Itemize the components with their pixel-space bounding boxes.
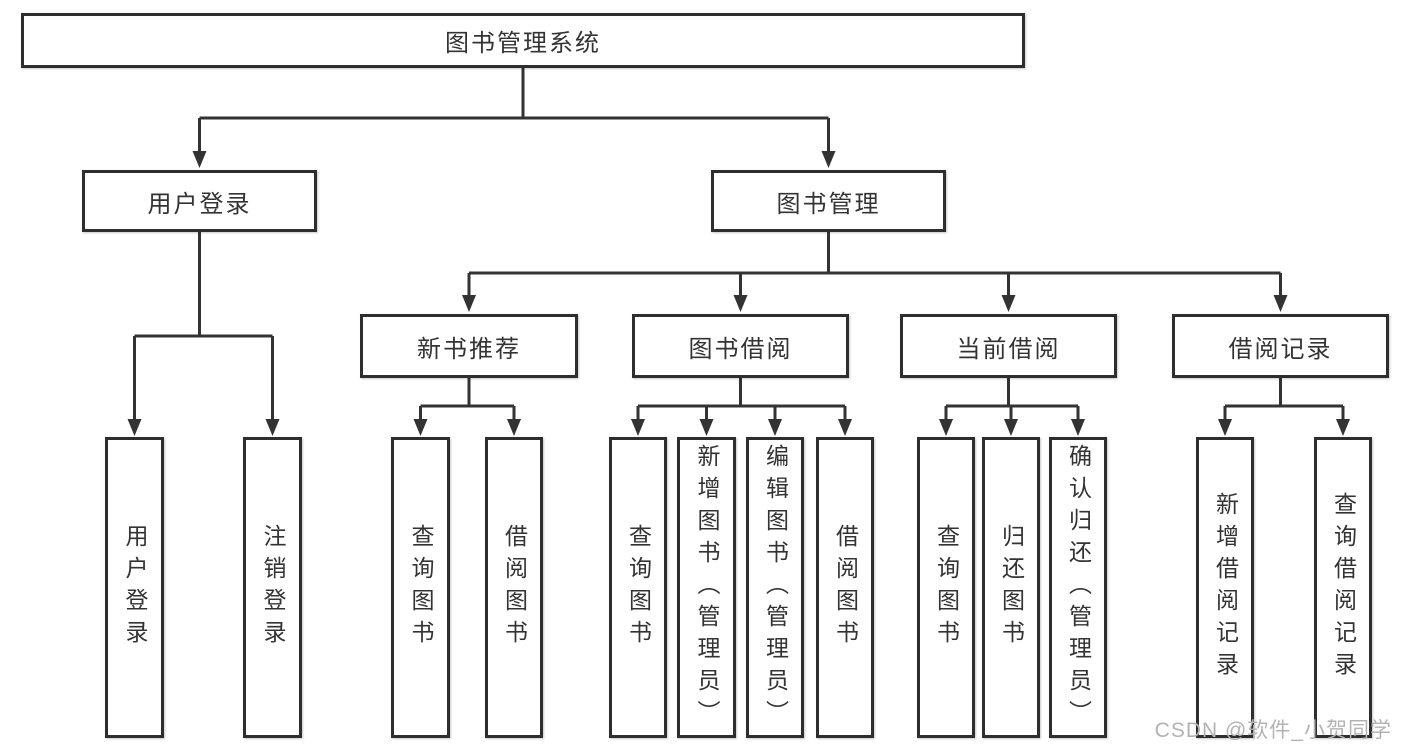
node-current-borrowing: 当前借阅 — [900, 314, 1117, 378]
connector-root-to-level2 — [192, 68, 836, 168]
connector-line — [944, 378, 1080, 423]
arrowhead — [821, 151, 836, 168]
arrowhead — [631, 419, 645, 436]
arrowhead — [1336, 419, 1350, 436]
node-label: 借阅图书 — [832, 523, 859, 652]
arrowhead — [939, 419, 953, 436]
connector-line — [1223, 378, 1345, 423]
node-label: 图书管理系统 — [445, 30, 601, 57]
arrowhead — [1218, 419, 1232, 436]
arrowhead — [1004, 419, 1018, 436]
connector-line — [133, 232, 274, 423]
arrowhead — [462, 295, 476, 312]
node-borrow-books-borrowing: 借阅图书 — [816, 437, 874, 738]
arrowhead — [1001, 295, 1016, 312]
node-label: 查询图书 — [933, 523, 960, 652]
node-confirm-return-admin: 确认归还（管理员） — [1049, 437, 1107, 738]
node-book-borrowing: 图书借阅 — [632, 314, 849, 378]
node-label: 查询图书 — [408, 523, 434, 652]
node-query-books-borrowing: 查询图书 — [609, 437, 667, 738]
node-label: 编辑图书（管理员） — [762, 443, 789, 732]
node-label: 确认归还（管理员） — [1065, 443, 1092, 732]
node-label: 查询借阅记录 — [1330, 491, 1357, 684]
node-library-system: 图书管理系统 — [21, 13, 1025, 68]
node-label: 图书借阅 — [688, 335, 793, 363]
node-query-borrow-record: 查询借阅记录 — [1314, 437, 1372, 738]
arrowhead — [768, 419, 782, 436]
arrowhead — [1071, 419, 1085, 436]
node-label: 借阅图书 — [501, 523, 528, 652]
node-book-management: 图书管理 — [711, 170, 946, 232]
arrowhead — [127, 419, 142, 436]
watermark: CSDN @软件_小贺同学 — [1154, 719, 1392, 742]
arrowhead — [838, 419, 852, 436]
node-user-login-leaf: 用户登录 — [105, 437, 164, 738]
node-borrowing-records: 借阅记录 — [1172, 314, 1389, 378]
connector-line — [198, 68, 830, 156]
arrowhead — [265, 419, 280, 436]
connector-line — [419, 378, 516, 423]
connector-borrowing-records-children — [1218, 378, 1350, 436]
connector-new-book-recommend-children — [413, 378, 521, 436]
node-add-book-admin: 新增图书（管理员） — [677, 437, 736, 738]
node-label: 查询图书 — [625, 523, 652, 652]
node-edit-book-admin: 编辑图书（管理员） — [746, 437, 804, 738]
arrowhead — [1273, 295, 1288, 312]
node-logout: 注销登录 — [243, 437, 302, 738]
arrowhead — [413, 419, 428, 436]
node-label: 新增图书（管理员） — [694, 443, 720, 732]
node-user-login: 用户登录 — [82, 170, 317, 232]
node-label: 当前借阅 — [956, 335, 1061, 363]
node-label: 新书推荐 — [417, 335, 521, 363]
connector-book-borrowing-children — [631, 378, 852, 436]
connector-user-login-children — [127, 232, 280, 436]
node-label: 归还图书 — [998, 523, 1025, 652]
node-label: 新增借阅记录 — [1212, 491, 1239, 684]
connector-line — [467, 232, 1282, 299]
connector-current-borrowing-children — [939, 378, 1085, 436]
node-label: 用户登录 — [122, 523, 148, 652]
arrowhead — [733, 295, 748, 312]
node-borrow-books-recommend: 借阅图书 — [485, 437, 543, 738]
node-label: 用户登录 — [147, 190, 252, 218]
arrowhead — [192, 151, 207, 168]
node-label: 借阅记录 — [1228, 335, 1333, 363]
node-query-books-recommend: 查询图书 — [391, 437, 450, 738]
node-query-books-current: 查询图书 — [917, 437, 975, 738]
connector-book-management-children — [462, 232, 1288, 312]
node-label: 图书管理 — [776, 190, 881, 218]
arrowhead — [507, 419, 521, 436]
connector-line — [636, 378, 847, 423]
arrowhead — [699, 419, 714, 436]
node-label: 注销登录 — [260, 523, 286, 652]
node-add-borrow-record: 新增借阅记录 — [1196, 437, 1254, 738]
node-return-books: 归还图书 — [982, 437, 1040, 738]
node-new-book-recommend: 新书推荐 — [360, 314, 578, 378]
